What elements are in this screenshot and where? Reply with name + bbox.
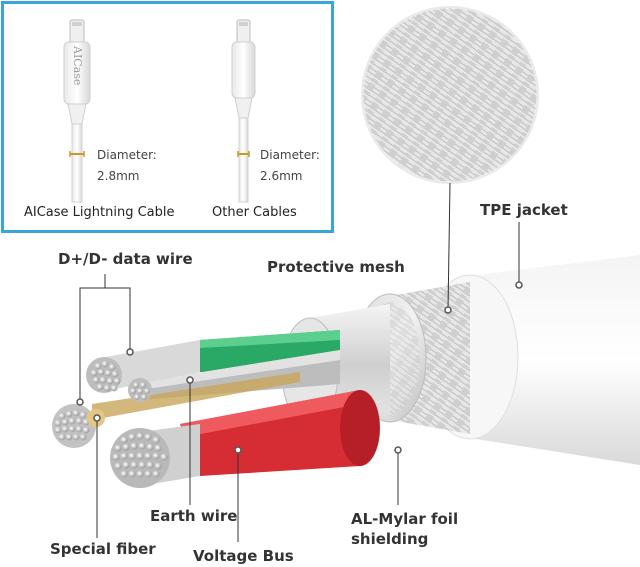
data-wire-bundle bbox=[86, 340, 200, 393]
foil-shielding-label-line2: shielding bbox=[351, 530, 429, 548]
voltage-bus-bundle bbox=[110, 424, 200, 488]
fiber-bundle-end bbox=[52, 404, 105, 448]
comparison-panel bbox=[1, 1, 334, 233]
fiber-strand bbox=[92, 372, 300, 420]
tpe-jacket-label: TPE jacket bbox=[480, 201, 568, 219]
foil-shielding-label-line1: AL-Mylar foil bbox=[351, 510, 459, 528]
aicase-connector bbox=[63, 19, 91, 203]
left-diameter-value: 2.8mm bbox=[97, 169, 140, 183]
callout-dots bbox=[76, 281, 523, 454]
special-fiber-label: Special fiber bbox=[50, 540, 156, 558]
left-diameter-label: Diameter: bbox=[97, 148, 157, 162]
data-wire-label: D+/D- data wire bbox=[58, 250, 193, 268]
right-caption: Other Cables bbox=[212, 205, 297, 220]
protective-mesh-label: Protective mesh bbox=[267, 258, 405, 276]
brand-print: AICase bbox=[71, 46, 84, 86]
mesh-magnifier bbox=[360, 5, 540, 314]
voltage-bus-label: Voltage Bus bbox=[193, 547, 294, 565]
red-voltage-bus bbox=[180, 390, 380, 476]
right-diameter-label: Diameter: bbox=[260, 148, 320, 162]
left-caption: AICase Lightning Cable bbox=[24, 205, 175, 220]
other-connector bbox=[231, 19, 256, 203]
earth-wire-bundle bbox=[128, 378, 152, 402]
callout-lines bbox=[79, 222, 520, 542]
earth-wire-label: Earth wire bbox=[150, 507, 238, 525]
right-diameter-value: 2.6mm bbox=[260, 169, 303, 183]
